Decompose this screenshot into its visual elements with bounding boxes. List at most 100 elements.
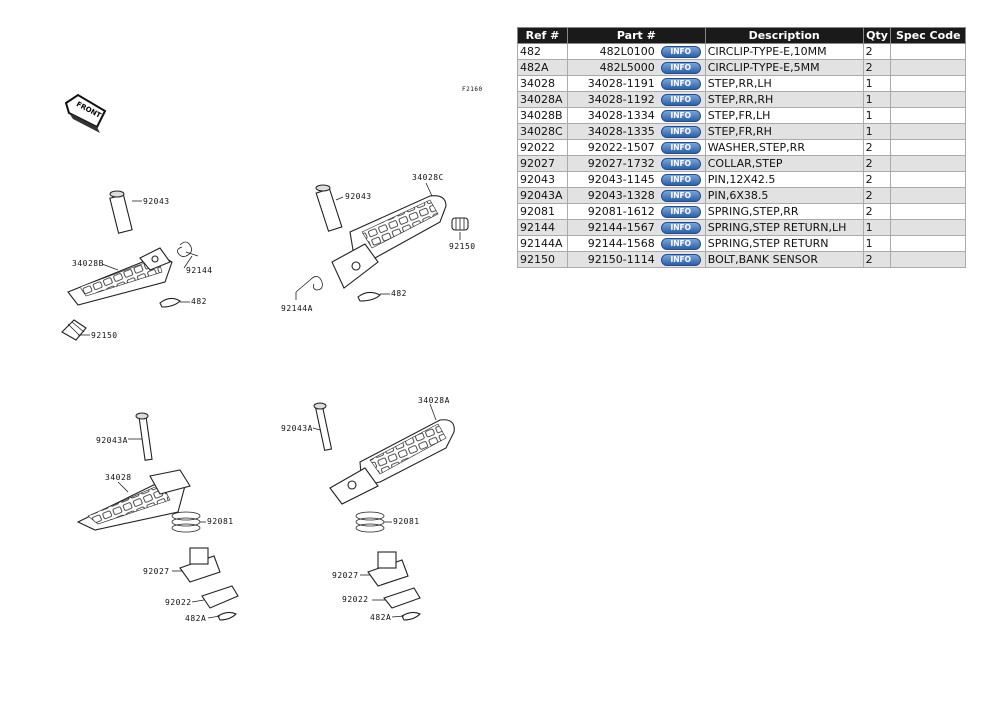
part-number: 92144-1567 (587, 221, 655, 235)
cell-description: STEP,FR,RH (704, 123, 864, 140)
bolt-92150-a (61, 319, 87, 341)
cell-part: 92144-1567 INFO (566, 219, 706, 236)
info-button[interactable]: INFO (660, 253, 701, 266)
cell-description: PIN,6X38.5 (704, 187, 864, 204)
circlip-482a-b (401, 611, 421, 621)
cell-qty: 1 (862, 219, 892, 236)
callout-92022-b: 92022 (342, 595, 369, 604)
cell-description: CIRCLIP-TYPE-E,5MM (704, 59, 864, 76)
info-button[interactable]: INFO (660, 189, 701, 202)
cell-qty: 2 (862, 139, 892, 156)
cell-description: SPRING,STEP RETURN,LH (704, 219, 864, 236)
part-number: 92022-1507 (587, 141, 655, 155)
spring-92081-b (355, 511, 385, 533)
cell-spec-code (890, 187, 966, 204)
cell-part: 92043-1145 INFO (566, 171, 706, 188)
callout-92150-b: 92150 (449, 242, 476, 251)
info-button[interactable]: INFO (660, 109, 701, 122)
cell-ref: 92027 (517, 155, 568, 172)
cell-spec-code (890, 219, 966, 236)
group-rear-rh: 92043A 34028A 92081 92027 92022 482A (281, 396, 455, 622)
diagram-code: F2160 (462, 86, 483, 93)
cell-spec-code (890, 155, 966, 172)
cell-qty: 1 (862, 123, 892, 140)
cell-spec-code (890, 59, 966, 76)
table-header-row: Ref # Part # Description Qty Spec Code (517, 27, 966, 44)
cell-description: STEP,RR,RH (704, 91, 864, 108)
cell-part: 92022-1507 INFO (566, 139, 706, 156)
header-qty: Qty (862, 27, 892, 44)
info-button[interactable]: INFO (660, 45, 701, 58)
part-number: 92144-1568 (587, 237, 655, 251)
pin-92043-b (315, 184, 343, 232)
cell-description: WASHER,STEP,RR (704, 139, 864, 156)
cell-spec-code (890, 43, 966, 60)
part-number: 482L5000 (599, 61, 655, 75)
callout-92043-b: 92043 (345, 192, 372, 201)
cell-description: COLLAR,STEP (704, 155, 864, 172)
part-number: 34028-1334 (587, 109, 655, 123)
washer-92022-a (201, 585, 239, 609)
cell-qty: 2 (862, 43, 892, 60)
cell-part: 34028-1334 INFO (566, 107, 706, 124)
part-number: 92027-1732 (587, 157, 655, 171)
pin-92043a-b (313, 402, 333, 452)
cell-spec-code (890, 107, 966, 124)
circlip-482-a (159, 297, 181, 308)
group-front-lh: 92043 34028B 92144 482 92150 (61, 190, 213, 341)
callout-482a-b: 482A (370, 613, 391, 622)
info-button[interactable]: INFO (660, 157, 701, 170)
step-34028c (331, 195, 447, 289)
cell-ref: 92022 (517, 139, 568, 156)
cell-spec-code (890, 235, 966, 252)
cell-qty: 2 (862, 59, 892, 76)
info-button[interactable]: INFO (660, 77, 701, 90)
info-button[interactable]: INFO (660, 173, 701, 186)
pin-92043-a (109, 190, 133, 234)
info-button[interactable]: INFO (660, 237, 701, 250)
circlip-482-b (357, 291, 381, 302)
part-number: 34028-1191 (587, 77, 655, 91)
info-button[interactable]: INFO (660, 61, 701, 74)
info-button[interactable]: INFO (660, 205, 701, 218)
cell-part: 482L0100 INFO (566, 43, 706, 60)
part-number: 482L0100 (599, 45, 655, 59)
callout-482-a: 482 (191, 297, 207, 306)
cell-qty: 2 (862, 171, 892, 188)
cell-spec-code (890, 139, 966, 156)
cell-ref: 92081 (517, 203, 568, 220)
info-button[interactable]: INFO (660, 141, 701, 154)
collar-92027-a (179, 547, 221, 583)
cell-ref: 92043 (517, 171, 568, 188)
cell-description: BOLT,BANK SENSOR (704, 251, 864, 268)
info-button[interactable]: INFO (660, 125, 701, 138)
part-number: 92043-1145 (587, 173, 655, 187)
callout-92043-a: 92043 (143, 197, 170, 206)
cell-ref: 34028B (517, 107, 568, 124)
parts-diagram: F2160 FRONT 9 (61, 86, 483, 623)
cell-part: 482L5000 INFO (566, 59, 706, 76)
cell-part: 92144-1568 INFO (566, 235, 706, 252)
info-button[interactable]: INFO (660, 93, 701, 106)
cell-description: STEP,RR,LH (704, 75, 864, 92)
cell-spec-code (890, 171, 966, 188)
callout-482-b: 482 (391, 289, 407, 298)
cell-spec-code (890, 75, 966, 92)
callout-34028: 34028 (105, 473, 132, 482)
callout-92081-a: 92081 (207, 517, 234, 526)
info-button[interactable]: INFO (660, 221, 701, 234)
callout-34028c: 34028C (412, 173, 444, 182)
cell-part: 34028-1191 INFO (566, 75, 706, 92)
cell-spec-code (890, 203, 966, 220)
callout-92144: 92144 (186, 266, 213, 275)
